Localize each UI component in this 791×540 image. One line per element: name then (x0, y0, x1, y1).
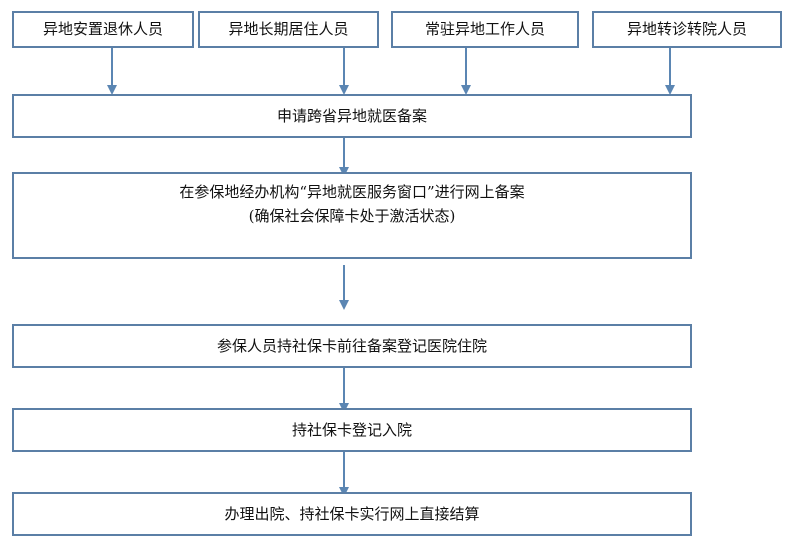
step-hospital-admission-label: 参保人员持社保卡前往备案登记医院住院 (216, 336, 487, 355)
step-register-admission-label: 持社保卡登记入院 (291, 420, 412, 439)
person-type-box-2: 异地长期居住人员 (198, 11, 379, 48)
step-discharge-settlement: 办理出院、持社保卡实行网上直接结算 (12, 492, 692, 536)
person-type-box-1: 异地安置退休人员 (12, 11, 194, 48)
person-type-label-1: 异地安置退休人员 (42, 20, 163, 39)
person-type-label-2: 异地长期居住人员 (228, 20, 349, 39)
step-hospital-admission: 参保人员持社保卡前往备案登记医院住院 (12, 324, 692, 368)
step-online-filing-note: (确保社会保障卡处于激活状态) (248, 207, 456, 226)
person-type-label-3: 常驻异地工作人员 (424, 20, 545, 39)
person-type-box-3: 常驻异地工作人员 (391, 11, 579, 48)
step-register-admission: 持社保卡登记入院 (12, 408, 692, 452)
step-online-filing: 在参保地经办机构“异地就医服务窗口”进行网上备案 (确保社会保障卡处于激活状态) (12, 172, 692, 259)
step-apply-filing-label: 申请跨省异地就医备案 (276, 106, 427, 125)
person-type-label-4: 异地转诊转院人员 (626, 20, 747, 39)
step-apply-filing: 申请跨省异地就医备案 (12, 94, 692, 138)
step-discharge-settlement-label: 办理出院、持社保卡实行网上直接结算 (224, 504, 480, 523)
person-type-box-4: 异地转诊转院人员 (592, 11, 782, 48)
step-online-filing-label: 在参保地经办机构“异地就医服务窗口”进行网上备案 (179, 183, 525, 201)
